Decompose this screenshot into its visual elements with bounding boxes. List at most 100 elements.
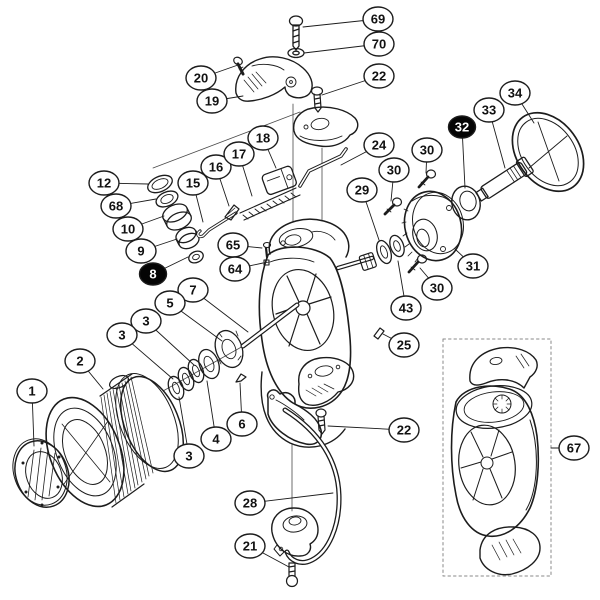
- drive-gear-31: [401, 190, 464, 263]
- callout-bubble-19-4: [196, 88, 228, 114]
- callout-bubble-4-34: [200, 426, 232, 452]
- callout-number-3-30: 3: [118, 328, 125, 343]
- callout-bubble-22-2: [363, 63, 395, 89]
- drag-knob-1: [12, 438, 70, 508]
- callout-bubble-10-18: [112, 216, 144, 242]
- callout-number-32-8: 32: [455, 120, 469, 135]
- callout-bubble-28-36: [234, 490, 266, 516]
- callout-bubble-6-33: [226, 411, 258, 437]
- callout-bubble-30-9: [411, 137, 443, 163]
- retainer-clip-25: [373, 327, 385, 340]
- kick-lever-15: [196, 211, 238, 239]
- callout-number-29-11: 29: [355, 183, 369, 198]
- washer-43: [389, 234, 405, 258]
- callout-number-22-38: 22: [397, 423, 411, 438]
- callout-number-3-35: 3: [185, 449, 192, 464]
- callout-number-24-5: 24: [372, 138, 387, 153]
- spring-cone-16: [224, 204, 240, 221]
- bail-arm-lever: [266, 389, 323, 446]
- bail-wire-28: [282, 407, 342, 565]
- rotor-unit-box-67: [442, 338, 552, 577]
- callout-number-5-28: 5: [166, 296, 173, 311]
- retaining-clip-6: [235, 373, 247, 383]
- callout-number-10-18: 10: [121, 222, 135, 237]
- callout-number-4-34: 4: [212, 432, 220, 447]
- callout-bubble-29-11: [346, 177, 378, 203]
- callout-number-22-2: 22: [372, 69, 386, 84]
- callout-number-68-17: 68: [109, 199, 123, 214]
- collar-9: [175, 226, 200, 250]
- callout-bubble-12-16: [88, 170, 120, 196]
- callout-bubble-64-26: [219, 256, 251, 282]
- callout-number-3-29: 3: [142, 314, 149, 329]
- rotor-top-hub: [268, 218, 350, 258]
- spool-2: [45, 373, 185, 508]
- callout-bubble-30-13: [421, 275, 453, 301]
- callout-bubble-32-8: [447, 115, 477, 139]
- callout-number-65-25: 65: [226, 238, 240, 253]
- callout-number-1-32: 1: [28, 384, 35, 399]
- callout-bubble-21-37: [234, 533, 266, 559]
- pinion-stub: [335, 252, 377, 271]
- main-shaft-7: [240, 302, 300, 349]
- callout-bubble-22-38: [388, 417, 420, 443]
- callout-number-30-13: 30: [430, 281, 444, 296]
- callout-bubble-25-15: [388, 332, 420, 358]
- callout-number-69-0: 69: [371, 12, 385, 27]
- callout-bubble-16-22: [200, 154, 232, 180]
- callout-bubble-3-30: [106, 322, 138, 348]
- callout-bubble-15-21: [177, 170, 209, 196]
- washer-29: [375, 239, 393, 265]
- callout-number-33-7: 33: [482, 103, 496, 118]
- body-cover-19: [235, 56, 313, 102]
- body-screw-30-a: [417, 169, 437, 189]
- callout-bubble-34-6: [499, 80, 531, 106]
- callout-number-12-16: 12: [97, 176, 111, 191]
- callout-number-8-20: 8: [149, 267, 156, 282]
- callout-bubble-69-0: [362, 6, 394, 32]
- callout-bubble-17-23: [223, 141, 255, 167]
- callout-bubble-5-28: [154, 290, 186, 316]
- rotor-unit-body: [450, 385, 540, 537]
- handle-knob-34: [511, 111, 585, 193]
- callout-bubble-67-39: [558, 435, 590, 461]
- callout-number-15-21: 15: [186, 176, 200, 191]
- drag-washers-3-4-5: [167, 329, 244, 401]
- washer-68: [155, 190, 179, 208]
- callout-bubble-20-3: [185, 65, 217, 91]
- roller-screw-21: [285, 562, 299, 588]
- callout-bubble-30-10: [378, 157, 410, 183]
- callout-number-17-23: 17: [232, 147, 246, 162]
- rotor-unit-top-cover: [469, 346, 538, 389]
- callout-bubble-18-24: [247, 125, 279, 151]
- clutch-block-18: [261, 165, 297, 196]
- coil-spring-17: [239, 187, 301, 221]
- callout-number-31-12: 31: [466, 259, 480, 274]
- callout-bubble-68-17: [100, 193, 132, 219]
- callout-bubble-7-27: [177, 277, 209, 303]
- stopper-cap: [293, 106, 359, 148]
- callout-bubble-1-32: [16, 378, 48, 404]
- callout-number-67-39: 67: [567, 441, 581, 456]
- callout-number-34-6: 34: [508, 86, 523, 101]
- callout-number-21-37: 21: [243, 539, 257, 554]
- callout-layer: 6970222019243433323030293130432512681098…: [16, 6, 590, 568]
- rotor-flange: [297, 356, 355, 406]
- callout-bubble-31-12: [457, 253, 489, 279]
- top-screw-69: [288, 15, 304, 51]
- callout-number-16-22: 16: [209, 160, 223, 175]
- callout-number-7-27: 7: [189, 283, 196, 298]
- bearing-32: [451, 185, 481, 221]
- body-screw-65: [262, 241, 272, 259]
- callout-number-64-26: 64: [228, 262, 243, 277]
- callout-bubble-24-5: [363, 132, 395, 158]
- callout-number-30-10: 30: [387, 163, 401, 178]
- line-roller-assembly: [271, 507, 319, 557]
- bail-spring-24: [298, 147, 348, 188]
- callout-number-20-3: 20: [194, 71, 208, 86]
- bearing-10: [162, 203, 192, 231]
- callout-bubble-9-19: [125, 238, 157, 264]
- callout-number-6-33: 6: [238, 417, 245, 432]
